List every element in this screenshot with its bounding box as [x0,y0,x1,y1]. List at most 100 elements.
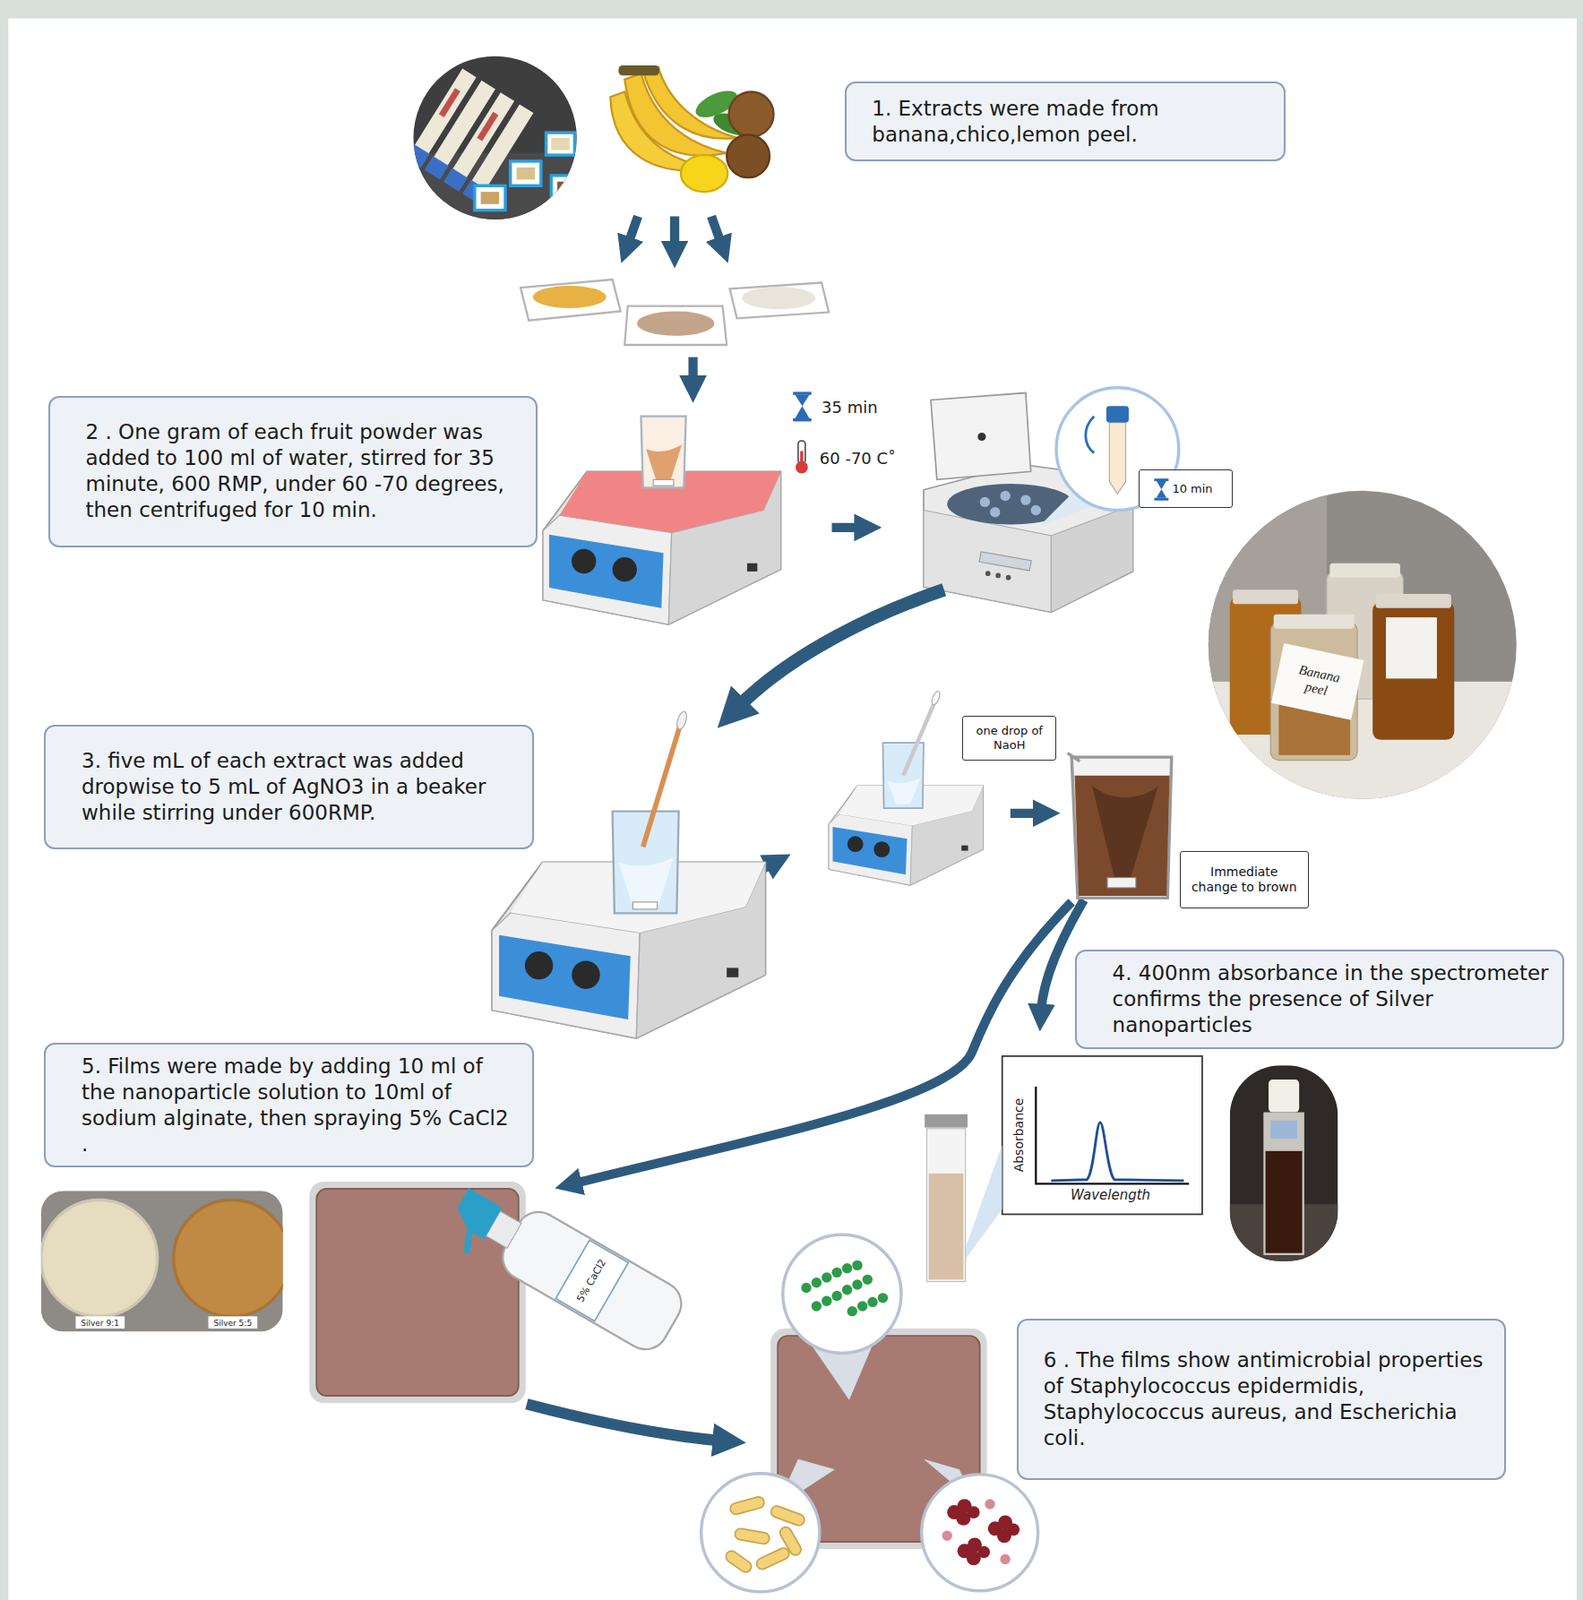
jars-photo [1271,643,1364,721]
magnified-tube [1085,416,1094,454]
film-photo [41,1190,291,1332]
film-sheet [316,1188,519,1396]
fruit-cluster [618,65,660,76]
stirring-setup [618,857,674,907]
bacteria-view [800,1260,888,1317]
centrifuge [1031,505,1041,516]
stirring-setup [643,726,680,847]
tubes-photo [516,167,536,181]
bacteria-view [782,1234,902,1353]
film-photo [41,1200,158,1317]
spectrum-graph [1050,1122,1184,1181]
flow-arrow [526,1403,723,1441]
bacteria-view [821,1296,832,1307]
stirring-setup [903,704,934,776]
tubes-photo [481,191,500,205]
text-block: 3. five mL of each extract was added dro… [81,748,522,826]
stirring-setup [612,811,680,914]
tubes-photo [438,87,461,118]
brown-beaker [1067,753,1081,762]
hot-plate [542,416,781,625]
text-block: one drop of NaoH [966,723,1052,753]
centrifuge [1020,494,1031,505]
step-text: one drop of NaoH [966,723,1052,753]
step-text: 1. Extracts were made from banana,chico,… [871,95,1274,148]
film-photo [173,1200,284,1317]
jars-photo [1385,617,1437,679]
film-sheet [309,1181,525,1403]
text-block: 10 min [1171,481,1229,497]
vial-photo [1230,1065,1339,1262]
jars-photo [1204,487,1521,804]
tubes-photo [557,181,577,195]
jar-label: Banana peel [1283,660,1352,704]
jars-photo [1372,602,1454,740]
bacteria-view [942,1531,953,1541]
fruit-cluster [728,92,774,138]
step-box: 3. five mL of each extract was added dro… [43,724,534,850]
time-temp-icons [792,418,812,422]
centrifuge [989,507,1000,517]
jars-photo [1204,487,1521,804]
brown-beaker [1071,757,1172,898]
powder-trays [533,285,607,309]
bacteria-view [777,1524,803,1558]
note-tag: one drop of NaoH [962,715,1057,761]
fruit-cluster [610,65,774,192]
jars-photo [1204,487,1521,804]
magnified-tube [1156,480,1167,498]
spray-bottle [494,1204,689,1359]
powder-trays [520,279,621,321]
text-block: 5. Films were made by adding 10 ml of th… [81,1053,522,1158]
bacteria-view [821,1272,832,1282]
spray-bottle [555,1239,629,1321]
step-box: 2 . One gram of each fruit powder was ad… [48,395,539,548]
bacteria-view [842,1284,852,1295]
centrifuge [995,573,1001,579]
bacteria-view [946,1498,1020,1566]
bacteria-view [831,1290,842,1301]
bacteria-view [842,1263,852,1274]
centrifuge [979,551,1032,571]
spray-bottle [459,1230,477,1253]
text-block: Immediate change to brown [1186,864,1303,895]
bottle-label: 5% CaCl2 [575,1257,610,1305]
tubes-photo [424,155,449,180]
bacteria-view [723,1496,807,1575]
tubes-photo [510,161,542,186]
flow-arrow [737,589,945,708]
powder-trays [636,310,715,336]
fruit-cluster [726,134,770,178]
bacteria-view [977,1546,990,1559]
flow-arrow [628,215,638,245]
bacteria-view [862,1274,873,1285]
step-text: 4. 400nm absorbance in the spectrometer … [1112,960,1553,1039]
brown-beaker [1107,877,1136,888]
time-temp-icons [798,440,806,464]
step-text: 5. Films were made by adding 10 ml of th… [81,1053,522,1158]
centrifuge [985,570,991,577]
magnified-tube [1039,387,1233,527]
cuvette [929,1173,964,1280]
axis-label: Wavelength [1070,1188,1151,1205]
stirring-setup [491,689,983,1039]
cuvette [926,1128,965,1282]
time-label: 35 min [821,397,878,417]
spectrum-graph [1002,1056,1203,1215]
magnified-tube [1153,498,1169,501]
flow-arrow [670,215,680,249]
time-temp-icons [794,395,809,419]
tubes-photo [443,168,468,192]
bacteria-view [851,1260,862,1271]
centrifuge [1006,575,1012,581]
text-block: 1. Extracts were made from banana,chico,… [871,95,1274,148]
spectrum-graph [1002,1056,1203,1215]
step-text: 3. five mL of each extract was added dro… [81,748,522,826]
film-photo [208,1316,259,1329]
jars-photo [1329,563,1401,578]
centrifuge [930,393,1032,481]
text-block: 6 . The films show antimicrobial propert… [1043,1347,1495,1452]
vial-photo [1270,1120,1298,1140]
